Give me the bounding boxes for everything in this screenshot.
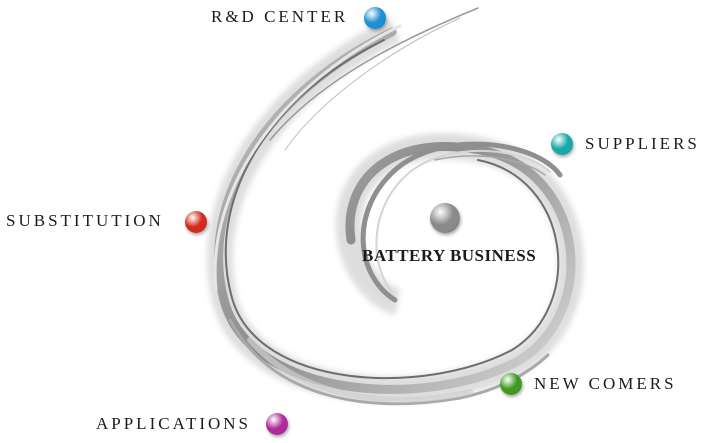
rd-center-sphere-icon (364, 7, 386, 29)
node-label-new-comers: NEW COMERS (534, 374, 677, 393)
node-label-applications: APPLICATIONS (96, 414, 252, 433)
applications-sphere-icon (266, 413, 288, 435)
node-label-rd-center: R&D CENTER (211, 7, 349, 26)
spiral-outer-ribbon (214, 27, 576, 394)
node-label-substitution: SUBSTITUTION (6, 211, 164, 230)
node-label-suppliers: SUPPLIERS (585, 134, 700, 153)
new-comers-sphere-icon (500, 373, 522, 395)
substitution-sphere-icon (185, 211, 207, 233)
center-label: BATTERY BUSINESS (362, 246, 537, 265)
center-sphere-icon (430, 203, 460, 233)
suppliers-sphere-icon (551, 133, 573, 155)
